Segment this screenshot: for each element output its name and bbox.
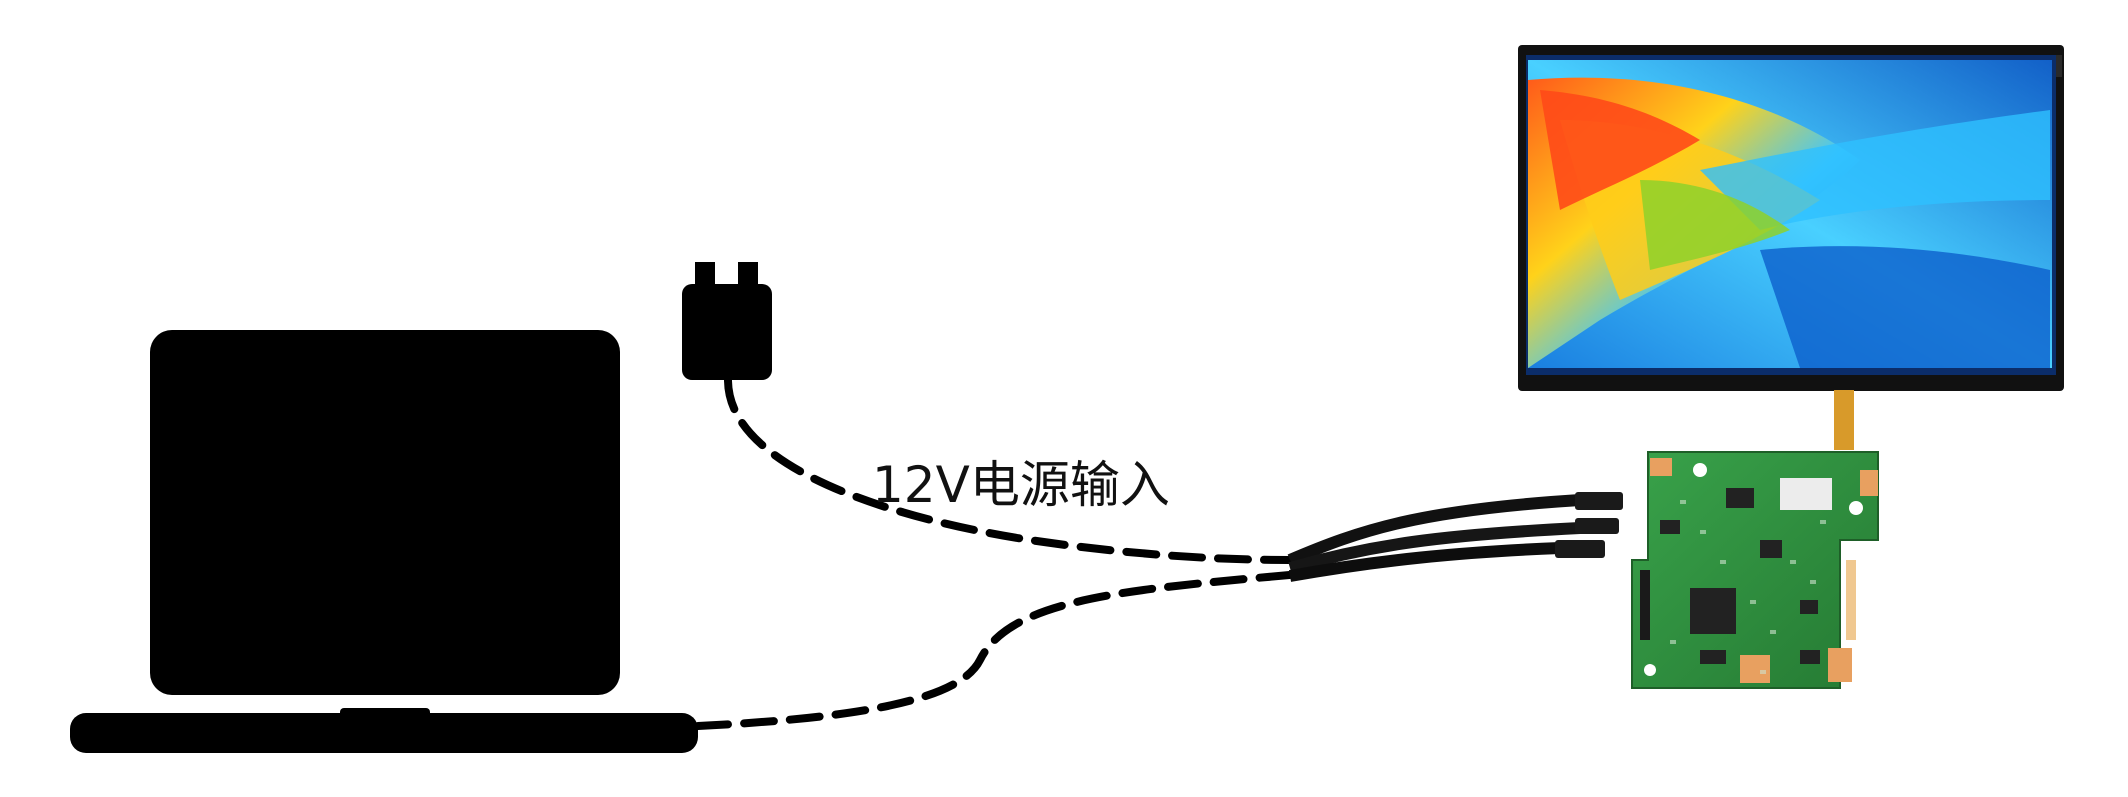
cable-bundle: [1287, 492, 1623, 582]
signal-cable-dashed: [694, 571, 1294, 730]
lcd-display: [1518, 45, 2064, 391]
power-cable-dashed: [724, 376, 1294, 564]
driver-board: [1631, 451, 1879, 689]
power-input-label: 12V电源输入: [872, 456, 1170, 514]
fpc-ribbon: [1834, 390, 1854, 450]
laptop-icon: [70, 330, 698, 753]
power-plug-icon: [682, 262, 772, 380]
